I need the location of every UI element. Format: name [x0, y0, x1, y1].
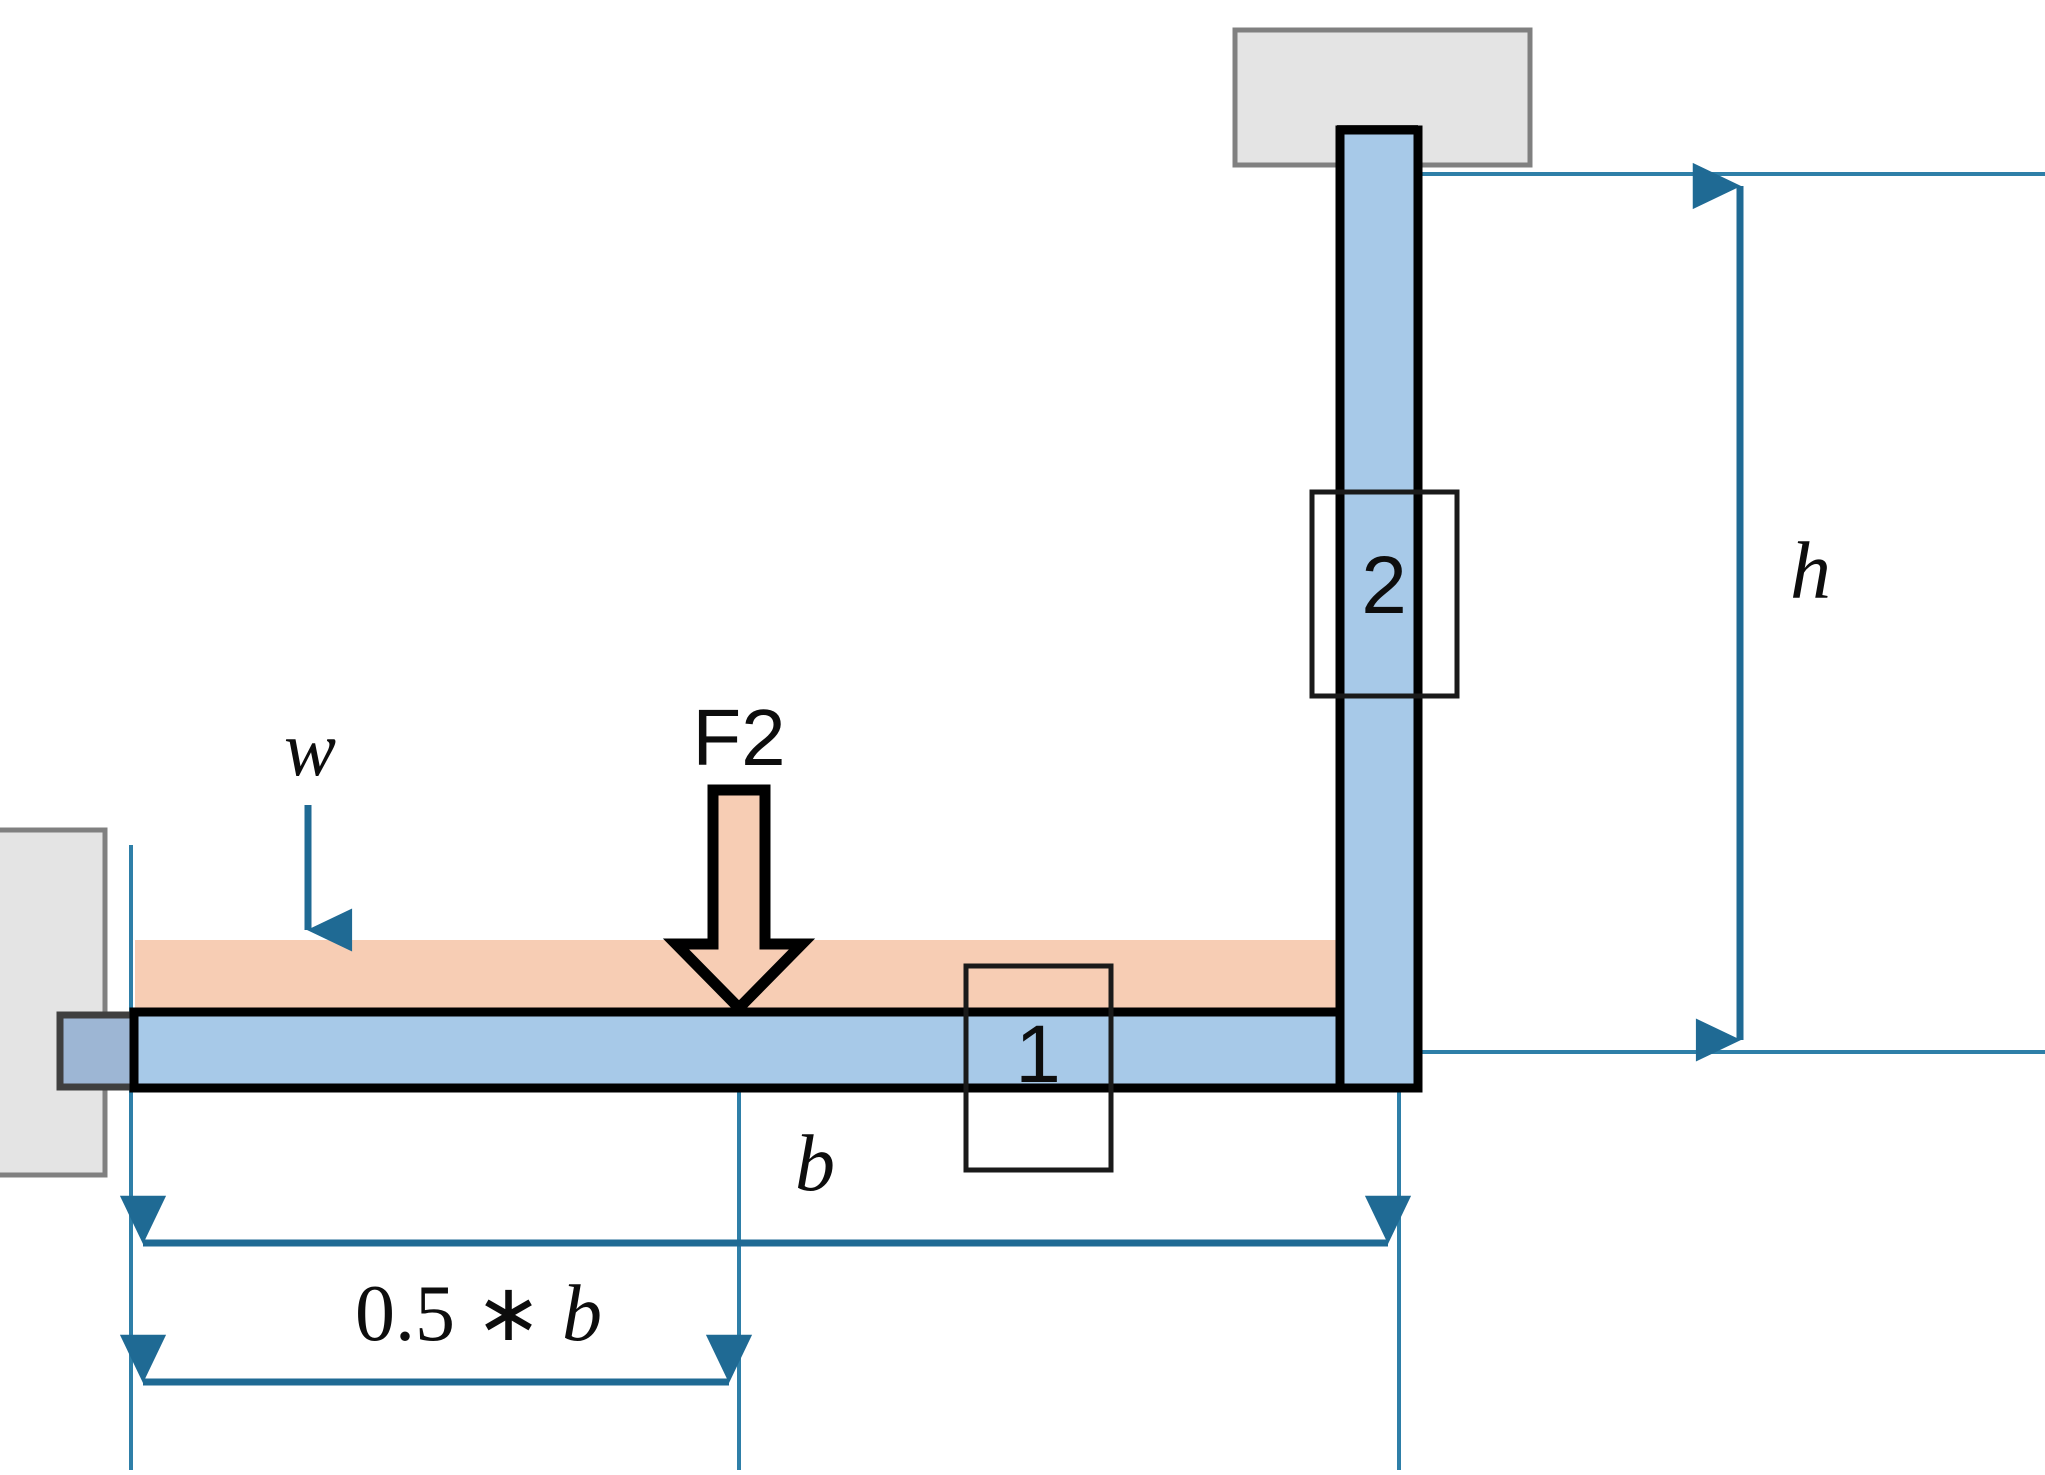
point-load-indicator — [662, 784, 816, 1016]
structural-members — [129, 125, 1423, 1093]
member-label-boxes — [963, 489, 1460, 1173]
label-member-beam: 1 — [1015, 1009, 1061, 1100]
member-label-box-2 — [1309, 489, 1460, 699]
label-dim-span: b — [795, 1120, 835, 1208]
joint-fill — [1345, 1017, 1413, 1083]
label-dim-half-span: 0.5 ∗ b — [355, 1270, 602, 1358]
member-label-box-1 — [963, 963, 1114, 1173]
left-support — [0, 827, 146, 1178]
label-dim-height: h — [1790, 525, 1831, 616]
f2-arrow-icon — [662, 784, 816, 1016]
member-beam-horizontal — [129, 1007, 1419, 1093]
label-distributed-load: w — [284, 705, 336, 792]
label-point-load: F2 — [692, 693, 785, 782]
left-support-block — [0, 827, 108, 1178]
member-column-vertical — [1335, 125, 1423, 1093]
label-member-column: 2 — [1361, 540, 1407, 631]
